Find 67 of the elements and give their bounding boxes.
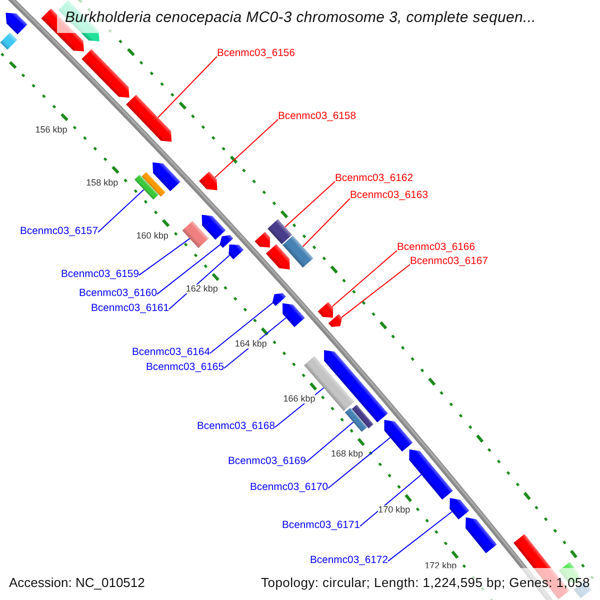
- leader-line: [328, 437, 391, 489]
- gene-label: Bcenmc03_6171: [282, 521, 360, 532]
- gene-label: Bcenmc03_6172: [310, 556, 388, 566]
- gene-feature: [220, 235, 234, 248]
- leader-line: [332, 250, 398, 308]
- gene-feature: [384, 420, 413, 452]
- leader-line: [158, 56, 218, 118]
- gene-feature: [0, 32, 18, 50]
- gene-label: Bcenmc03_6167: [410, 257, 488, 268]
- gene-feature: [152, 162, 180, 192]
- scale-label: 170 kbp: [378, 505, 410, 514]
- leader-line: [302, 198, 350, 248]
- scale-label: 156 kbp: [35, 126, 68, 135]
- gene-label: Bcenmc03_6156: [217, 49, 295, 60]
- gene-feature: [328, 314, 342, 327]
- title: Burkholderia cenocepacia MC0-3 chromosome 3, complete sequen...: [65, 10, 536, 25]
- gene-feature: [466, 517, 497, 554]
- gene-feature: [324, 350, 388, 422]
- gene-feature: [254, 232, 270, 248]
- summary-text: Topology: circular; Length: 1,224,595 bp; Genes: 1,058: [261, 576, 590, 589]
- scale-label: 168 kbp: [331, 449, 364, 458]
- gene-feature: [282, 303, 305, 328]
- gene-feature: [134, 174, 159, 200]
- gene-label: Bcenmc03_6160: [79, 289, 157, 300]
- gene-feature: [126, 94, 172, 142]
- gene-label: Bcenmc03_6163: [350, 191, 428, 202]
- gene-label: Bcenmc03_6158: [278, 112, 356, 122]
- leader-line: [284, 181, 336, 228]
- leader-line: [306, 422, 354, 463]
- gene-feature: [202, 214, 226, 240]
- gene-label: Bcenmc03_6168: [197, 422, 275, 432]
- gene-label: Bcenmc03_6170: [250, 483, 328, 494]
- gene-label: Bcenmc03_6165: [146, 363, 224, 374]
- gene-label: Bcenmc03_6157: [20, 227, 98, 238]
- gene-feature: [82, 49, 130, 98]
- leader-line: [341, 264, 410, 318]
- scale-label: 164 kbp: [234, 339, 267, 348]
- gene-feature: [142, 172, 166, 197]
- leader-line: [214, 119, 278, 178]
- gene-label: Bcenmc03_6159: [61, 270, 139, 280]
- scale-label: 160 kbp: [136, 231, 168, 240]
- gene-feature: [344, 408, 368, 432]
- gene-feature: [450, 498, 470, 520]
- gene-feature: [228, 244, 244, 260]
- gene-feature: [282, 236, 314, 268]
- gene-label: Bcenmc03_6164: [132, 348, 210, 358]
- leader-line: [156, 244, 220, 295]
- accession-text: Accession: NC_010512: [9, 576, 145, 589]
- gene-feature: [182, 220, 209, 248]
- gene-feature: [352, 404, 374, 428]
- gene-label: Bcenmc03_6162: [335, 174, 413, 184]
- leader-line: [360, 474, 422, 527]
- scale-label: 158 kbp: [86, 178, 118, 188]
- leader-line: [138, 238, 190, 276]
- gene-label: Bcenmc03_6169: [228, 457, 306, 468]
- gene-feature: [318, 302, 334, 318]
- scale-label: 162 kbp: [186, 284, 218, 294]
- leader-line: [210, 302, 274, 354]
- gene-feature: [272, 293, 286, 306]
- gene-label: Bcenmc03_6166: [397, 243, 475, 254]
- gene-label: Bcenmc03_6161: [91, 304, 169, 314]
- gene-feature: [199, 171, 218, 190]
- scale-label: 166 kbp: [283, 394, 316, 404]
- gene-feature: [409, 449, 453, 500]
- gene-feature: [266, 244, 290, 270]
- leader-line: [388, 511, 453, 562]
- gene-feature: [6, 12, 28, 34]
